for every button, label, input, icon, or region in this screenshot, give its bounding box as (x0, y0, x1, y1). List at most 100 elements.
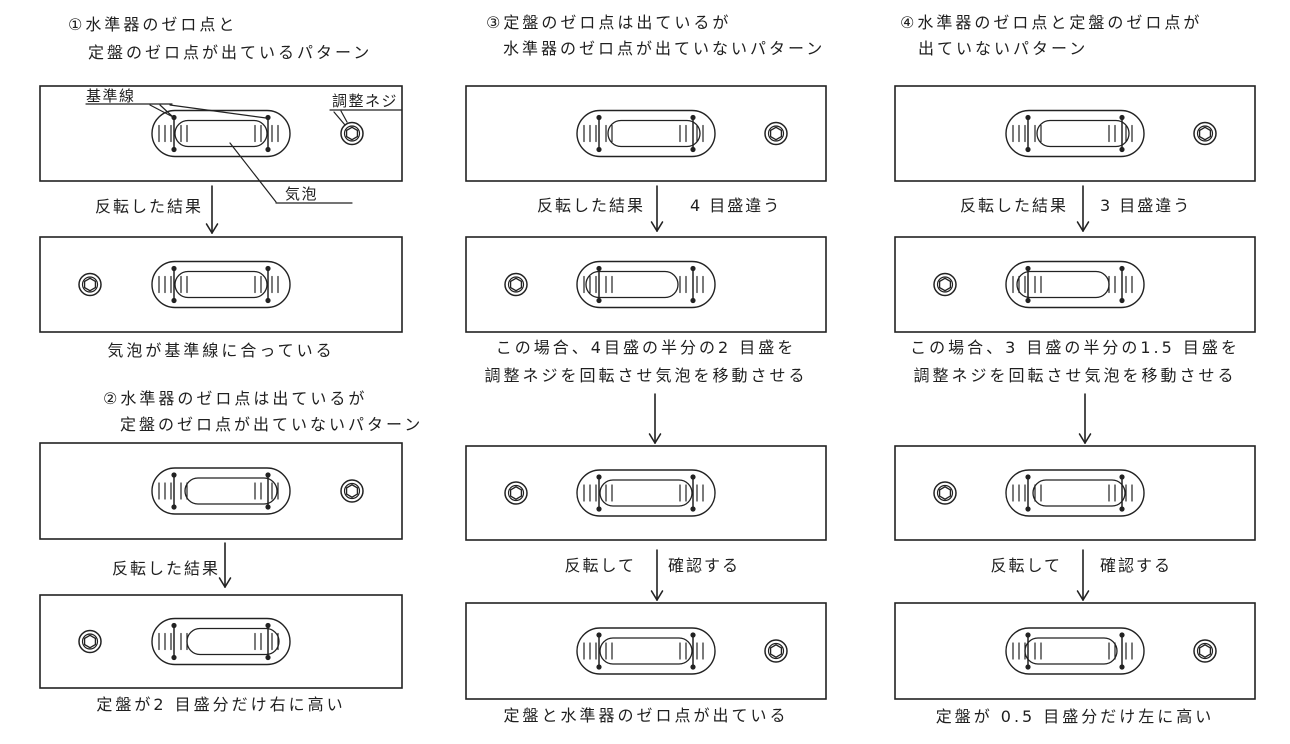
reference-line-dot (171, 622, 177, 629)
flow-arrow (650, 549, 664, 601)
leader-line (149, 104, 174, 118)
flow-arrow (1078, 393, 1092, 444)
arrow-label: 反転した結果 (959, 196, 1068, 215)
reference-line (265, 472, 271, 510)
reference-line-dot (265, 622, 271, 629)
adjust-screw-icon (764, 121, 788, 146)
adjust-screw-icon (1193, 639, 1217, 663)
reference-line-dot (690, 474, 696, 480)
reference-line-dot (1025, 474, 1031, 480)
reference-line-dot (1025, 632, 1031, 638)
reference-line-dot (690, 506, 696, 512)
arrow-label: 反転した結果 (536, 196, 645, 215)
caption: 定盤と水準器のゼロ点が出ている (503, 706, 789, 725)
leader-line (169, 104, 267, 119)
level-diagram (39, 236, 403, 333)
reference-line (690, 632, 696, 670)
reference-line-dot (690, 265, 696, 272)
screw-hex-socket (769, 126, 783, 141)
screw-hex-socket (345, 484, 359, 498)
arrow-label: 確認する (668, 556, 741, 575)
screw-hex-socket (1198, 644, 1212, 658)
arrow-head (1078, 433, 1086, 444)
reference-line-dot (1119, 265, 1125, 272)
screw-hex-socket (83, 277, 97, 292)
reference-line-dot (171, 265, 177, 272)
arrow-head (1076, 221, 1084, 232)
reference-line-dot (1025, 265, 1031, 272)
pattern-title: 出ていないパターン (918, 39, 1089, 58)
reference-line-dot (1025, 664, 1031, 670)
pattern-title: ②水準器のゼロ点は出ているが (103, 389, 368, 408)
flow-arrow (1076, 549, 1090, 601)
level-diagram (894, 602, 1256, 700)
bubble (599, 637, 693, 665)
arrow-head (1082, 590, 1090, 601)
arrow-label: 反転した結果 (111, 559, 220, 578)
level-diagram (39, 85, 403, 182)
arrow-head (211, 223, 219, 234)
reference-line-dot (1025, 146, 1031, 153)
reference-line-dot (265, 146, 271, 153)
arrow-label: 反転した結果 (94, 197, 203, 216)
level-diagram (465, 445, 827, 541)
arrow-head (218, 577, 226, 588)
pattern-title: 定盤のゼロ点が出ているパターン (88, 43, 373, 62)
adjust-screw-icon (1193, 121, 1217, 146)
adjust-screw-icon (504, 481, 528, 505)
bubble (1024, 637, 1118, 665)
annotation-lines (85, 103, 403, 204)
level-diagram (39, 442, 403, 540)
caption: 気泡が基準線に合っている (107, 341, 335, 360)
reference-line-dot (265, 654, 271, 661)
reference-line-dot (1119, 297, 1125, 304)
reference-line-dot (265, 472, 271, 478)
arrow-head (205, 223, 213, 234)
adjust-screw-icon (340, 121, 364, 146)
reference-line-dot (1119, 146, 1125, 153)
screw-hex-socket (769, 644, 783, 658)
reference-line-dot (596, 664, 602, 670)
adjust-screw-icon (78, 272, 102, 297)
arrow-head (656, 590, 664, 601)
pattern-title: 水準器のゼロ点が出ていないパターン (503, 39, 826, 58)
reference-line (265, 622, 271, 661)
reference-line-dot (1119, 114, 1125, 121)
adjust-screw-icon (504, 272, 528, 297)
caption: この場合、3 目盛の半分の1.5 目盛を (910, 338, 1240, 357)
level-diagram (465, 85, 827, 182)
screw-hex-socket (938, 486, 952, 500)
arrow-head (1084, 433, 1092, 444)
level-diagram (465, 602, 827, 700)
arrow-head (1082, 221, 1090, 232)
reference-line-dot (596, 632, 602, 638)
bubble (184, 477, 278, 505)
reference-line-dot (265, 504, 271, 510)
leader-line (159, 104, 174, 118)
flow-arrow (648, 393, 662, 444)
bubble (186, 627, 280, 656)
reference-line (1119, 114, 1125, 153)
reference-line (596, 114, 602, 153)
reference-line (1119, 474, 1125, 512)
reference-line (1025, 265, 1031, 304)
bubble (174, 119, 268, 148)
leader-line (333, 111, 346, 126)
reference-line-dot (265, 297, 271, 304)
bubble (585, 270, 679, 299)
bubble-label: 気泡 (285, 185, 319, 203)
arrow-head (656, 221, 664, 232)
adjust-screw-icon (78, 629, 102, 654)
arrow-head (224, 577, 232, 588)
pattern-title: 定盤のゼロ点が出ていないパターン (120, 415, 424, 434)
adjust-screw-icon (933, 272, 957, 297)
arrow-label: 確認する (1100, 556, 1173, 575)
reference-line (171, 114, 177, 153)
reference-line-dot (1025, 114, 1031, 121)
pattern-title: ④水準器のゼロ点と定盤のゼロ点が (900, 13, 1203, 32)
bubble (1036, 119, 1130, 148)
arrow-label: 反転して (990, 556, 1062, 575)
arrow-head (654, 433, 662, 444)
level-diagram (894, 236, 1256, 333)
